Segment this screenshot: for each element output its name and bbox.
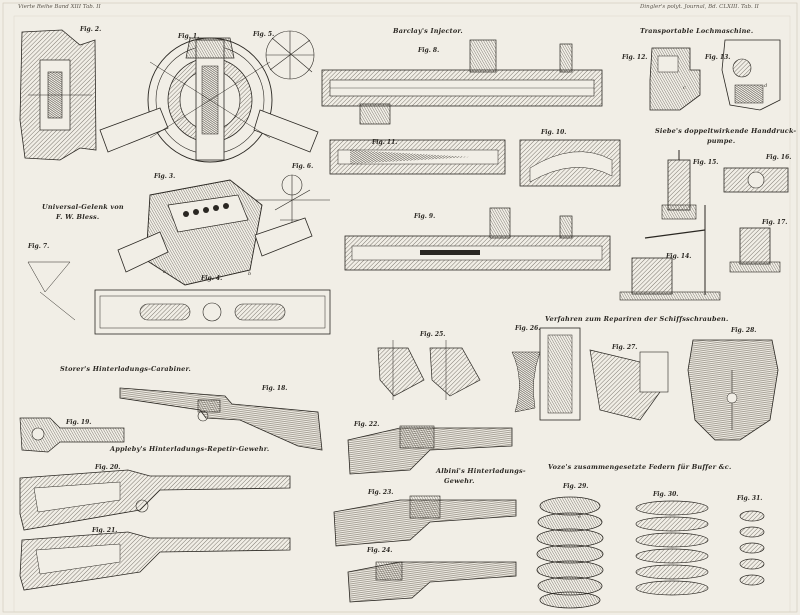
fig24-drawing <box>347 561 517 603</box>
label-fig21: Fig. 21. <box>92 527 118 534</box>
caption-appleby: Appleby's Hinterladungs-Repetir-Gewehr. <box>110 445 270 453</box>
label-fig4: Fig. 4. <box>201 275 223 282</box>
caption-albini: Albini's Hinterladungs- <box>436 467 526 475</box>
label-fig14: Fig. 14. <box>666 253 692 260</box>
header-right: Dingler's polyt. Journal, Bd. CLXIII. Ta… <box>640 4 759 10</box>
caption-universal-2: F. W. Bless. <box>56 213 100 221</box>
fig25-drawing <box>377 340 481 400</box>
label-fig10: Fig. 10. <box>541 129 567 136</box>
label-fig18: Fig. 18. <box>262 385 288 392</box>
caption-schiffsschrauben: Verfahren zum Repariren der Schiffsschra… <box>545 315 729 323</box>
part-letter-b: b <box>248 271 252 277</box>
fig15-drawing <box>723 167 789 193</box>
part-letter-c: c <box>683 85 686 91</box>
fig11-drawing <box>329 139 506 175</box>
part-letter-d: d <box>764 83 768 89</box>
caption-universal: Universal-Gelenk von <box>42 203 124 211</box>
label-fig23: Fig. 23. <box>368 489 394 496</box>
caption-lochmaschine: Transportable Lochmaschine. <box>640 27 754 35</box>
label-fig27: Fig. 27. <box>612 344 638 351</box>
part-letter-e: e <box>578 514 581 520</box>
fig16-drawing <box>729 227 781 273</box>
label-fig28: Fig. 28. <box>731 327 757 334</box>
label-fig6: Fig. 6. <box>292 163 314 170</box>
fig26-drawing <box>511 327 581 421</box>
fig22-drawing <box>347 425 513 475</box>
label-fig9: Fig. 9. <box>414 213 436 220</box>
fig9-drawing <box>344 207 611 271</box>
fig28-drawing <box>687 339 779 441</box>
fig23-drawing <box>333 495 517 547</box>
fig5-drawing <box>265 30 315 80</box>
fig8-drawing <box>321 39 603 125</box>
label-fig25: Fig. 25. <box>420 331 446 338</box>
fig21-drawing <box>19 531 291 591</box>
fig30-drawing <box>635 500 709 596</box>
label-fig20: Fig. 20. <box>95 464 121 471</box>
label-fig8: Fig. 8. <box>418 47 440 54</box>
fig7-drawing <box>27 261 76 321</box>
label-fig5: Fig. 5. <box>253 31 275 38</box>
caption-voze: Voze's zusammengesetzte Federn für Buffe… <box>548 463 732 471</box>
label-fig7: Fig. 7. <box>28 243 50 250</box>
fig12-drawing <box>649 47 701 111</box>
fig14-drawing <box>661 150 697 220</box>
label-fig16: Fig. 16. <box>766 154 792 161</box>
caption-siebe-2: pumpe. <box>707 137 736 145</box>
fig3-drawing <box>117 179 313 286</box>
fig2-drawing <box>19 29 97 161</box>
label-fig17: Fig. 17. <box>762 219 788 226</box>
header-left: Vierte Reihe Band XIII Tab. II <box>18 4 101 10</box>
fig31-drawing <box>739 510 765 586</box>
caption-storer: Storer's Hinterladungs-Carabiner. <box>60 365 191 373</box>
label-fig22: Fig. 22. <box>354 421 380 428</box>
label-fig11: Fig. 11. <box>372 139 398 146</box>
fig6-drawing <box>255 174 330 225</box>
fig17-drawing <box>619 205 721 301</box>
caption-siebe: Siebe's doppeltwirkende Handdruck- <box>655 127 797 135</box>
fig4-drawing <box>94 289 331 335</box>
label-fig3: Fig. 3. <box>154 173 176 180</box>
label-fig29: Fig. 29. <box>563 483 589 490</box>
fig13-drawing <box>721 39 781 111</box>
label-fig26: Fig. 26. <box>515 325 541 332</box>
label-fig24: Fig. 24. <box>367 547 393 554</box>
fig1-drawing <box>99 37 319 163</box>
caption-barclay: Barclay's Injector. <box>393 27 463 35</box>
fig18-drawing <box>119 387 323 451</box>
caption-albini-2: Gewehr. <box>444 477 475 485</box>
fig29-drawing <box>536 496 604 609</box>
fig20-drawing <box>19 469 291 531</box>
fig27-drawing <box>589 349 669 421</box>
label-fig31: Fig. 31. <box>737 495 763 502</box>
label-fig2: Fig. 2. <box>80 26 102 33</box>
label-fig1: Fig. 1. <box>178 33 200 40</box>
label-fig12: Fig. 12. <box>622 54 648 61</box>
part-letter-a: a <box>163 269 166 275</box>
fig19-drawing <box>19 417 125 453</box>
label-fig15: Fig. 15. <box>693 159 719 166</box>
label-fig30: Fig. 30. <box>653 491 679 498</box>
fig10-drawing <box>519 139 621 187</box>
label-fig13: Fig. 13. <box>705 54 731 61</box>
label-fig19: Fig. 19. <box>66 419 92 426</box>
